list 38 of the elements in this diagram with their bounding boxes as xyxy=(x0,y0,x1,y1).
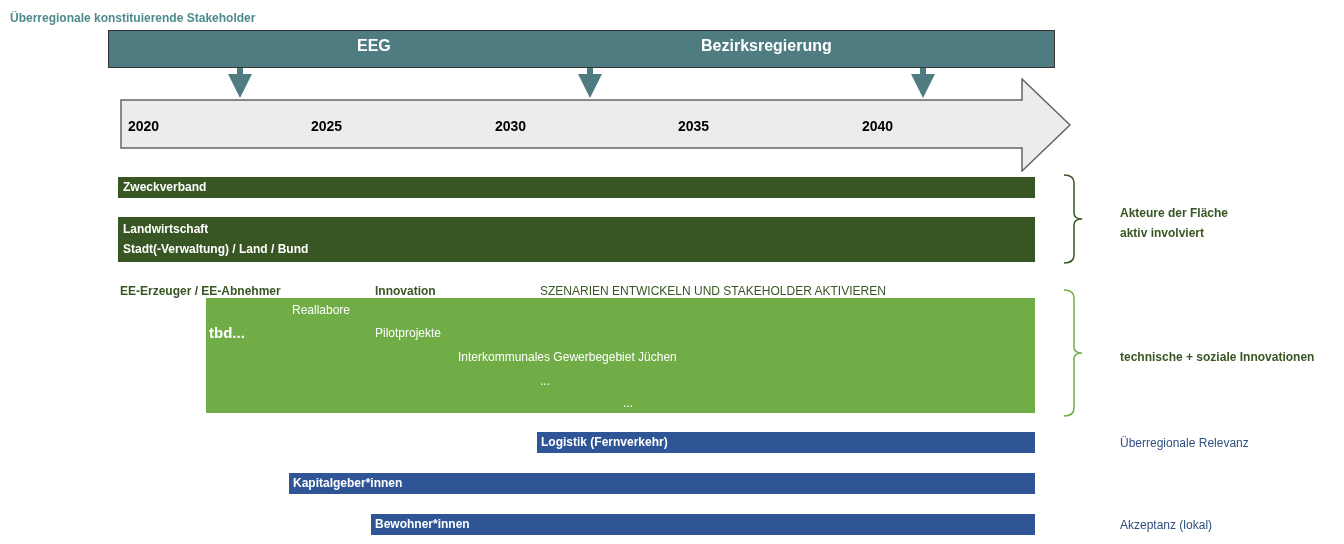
group-label: EE-Erzeuger / EE-Abnehmer xyxy=(120,284,281,298)
side-note: Überregionale Relevanz xyxy=(1120,436,1249,450)
banner-label: Bezirksregierung xyxy=(701,36,832,56)
year-label: 2030 xyxy=(495,118,527,134)
bar-label: Zweckverband xyxy=(123,180,207,194)
bar-label: Stadt(-Verwaltung) / Land / Bund xyxy=(123,242,309,256)
bar-label: Bewohner*innen xyxy=(375,517,470,531)
banner-label: EEG xyxy=(357,36,391,56)
bar-label: Reallabore xyxy=(292,303,351,317)
side-note: technische + soziale Innovationen xyxy=(1120,350,1315,364)
bar-label: Landwirtschaft xyxy=(123,222,209,236)
year-label: 2025 xyxy=(311,118,343,134)
group-label: Innovation xyxy=(375,284,436,298)
side-note: Akzeptanz (lokal) xyxy=(1120,518,1213,532)
bar-label: Logistik (Fernverkehr) xyxy=(541,435,668,449)
stakeholder-banner xyxy=(108,30,1055,68)
bar-label: Pilotprojekte xyxy=(375,326,442,340)
arrow xyxy=(228,68,252,98)
year-label: 2035 xyxy=(678,118,710,134)
bar-label: Kapitalgeber*innen xyxy=(293,476,403,490)
stakeholder-bar xyxy=(289,473,1035,494)
heading: Überregionale konstituierende Stakeholder xyxy=(10,11,256,25)
bar-label: ... xyxy=(540,374,550,388)
timeline xyxy=(120,78,1072,172)
arrow xyxy=(578,68,602,98)
year-label: 2040 xyxy=(862,118,894,134)
stakeholder-bar xyxy=(118,217,1035,262)
side-note: Akteure der Fläche aktiv involviert xyxy=(1120,205,1230,242)
innovation-area xyxy=(206,298,1035,413)
bar-label: tbd... xyxy=(209,324,245,342)
year-label: 2020 xyxy=(128,118,160,134)
stakeholder-bar xyxy=(371,514,1035,535)
bar-label: ... xyxy=(623,396,633,410)
bar-label: Interkommunales Gewerbegebiet Jüchen xyxy=(458,350,677,364)
stakeholder-bar xyxy=(118,177,1035,198)
arrow xyxy=(911,68,935,98)
stakeholder-bar xyxy=(537,432,1035,453)
group-label: SZENARIEN ENTWICKELN UND STAKEHOLDER AKTIVIEREN xyxy=(540,284,886,298)
